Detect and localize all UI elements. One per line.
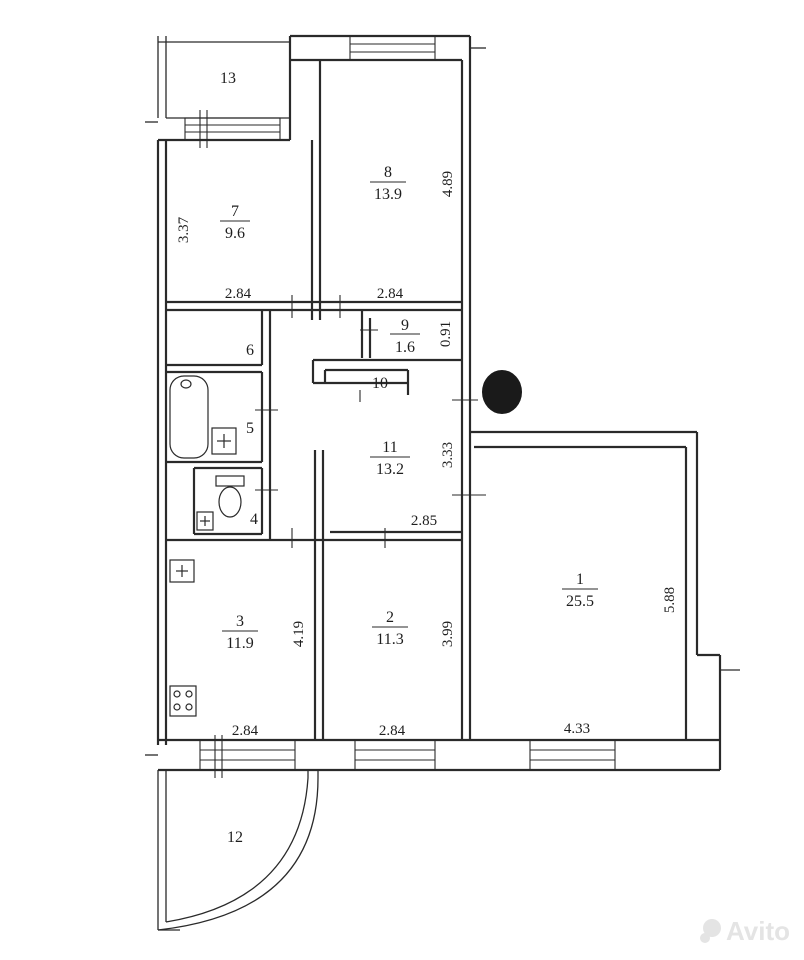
interior-walls [166,140,462,740]
dim-room1-width: 4.33 [564,721,590,737]
room-6-number: 6 [246,342,254,359]
dim-room8-width: 2.84 [377,286,404,302]
dim-room11-height: 3.33 [440,442,456,468]
kitchen-sink-icon [169,559,195,583]
top-window [349,35,436,61]
balcony-12 [157,770,319,931]
room-7-label: 7 9.6 [220,203,250,242]
wall-break-marks [145,47,740,756]
stove-icon [169,685,197,717]
room-1-label: 1 25.5 [562,571,598,610]
dim-room2-width: 2.84 [379,723,406,739]
dim-room11-width: 2.85 [411,513,437,529]
door-marks [255,295,486,548]
room-8-label: 8 13.9 [370,164,406,203]
room-7-number: 7 [231,203,239,220]
room-12-number: 12 [227,829,243,846]
room-10-number: 10 [372,375,388,392]
room-4-number: 4 [250,511,258,528]
dim-room9-height: 0.91 [438,321,454,347]
room-2-area: 11.3 [376,631,403,648]
room-11-label: 11 13.2 [370,439,410,478]
room-3-area: 11.9 [226,635,253,652]
dim-room8-height: 4.89 [440,171,456,197]
room-2-label: 2 11.3 [372,609,408,648]
exterior-walls [156,34,722,772]
room-9-label: 9 1.6 [390,317,420,356]
room-11-area: 13.2 [376,461,404,478]
bottom-windows [199,735,616,778]
room-3-number: 3 [236,613,244,630]
dim-room1-height: 5.88 [662,587,678,613]
watermark-text: Avito [726,916,790,946]
room-2-number: 2 [386,609,394,626]
room-9-number: 9 [401,317,409,334]
room-7-area: 9.6 [225,225,245,242]
room-9-area: 1.6 [395,339,415,356]
wc-sink-icon [196,511,214,531]
toilet-icon [215,475,245,518]
dim-room3-height: 4.19 [291,621,307,647]
room-1-area: 25.5 [566,593,594,610]
room-13-number: 13 [220,70,236,87]
sink-icon [211,427,237,455]
dim-room2-height: 3.99 [440,621,456,647]
room-1-number: 1 [576,571,584,588]
room-3-label: 3 11.9 [222,613,258,652]
dim-room7-width: 2.84 [225,286,252,302]
bathtub-icon [169,375,209,459]
dim-room3-width: 2.84 [232,723,259,739]
room-8-number: 8 [384,164,392,181]
avito-watermark: Avito [700,916,790,946]
redaction-mark [482,370,522,414]
dim-room7-height: 3.37 [176,216,192,243]
room-11-number: 11 [382,439,397,456]
room-8-area: 13.9 [374,186,402,203]
balcony-13 [157,36,290,119]
room-5-number: 5 [246,420,254,437]
